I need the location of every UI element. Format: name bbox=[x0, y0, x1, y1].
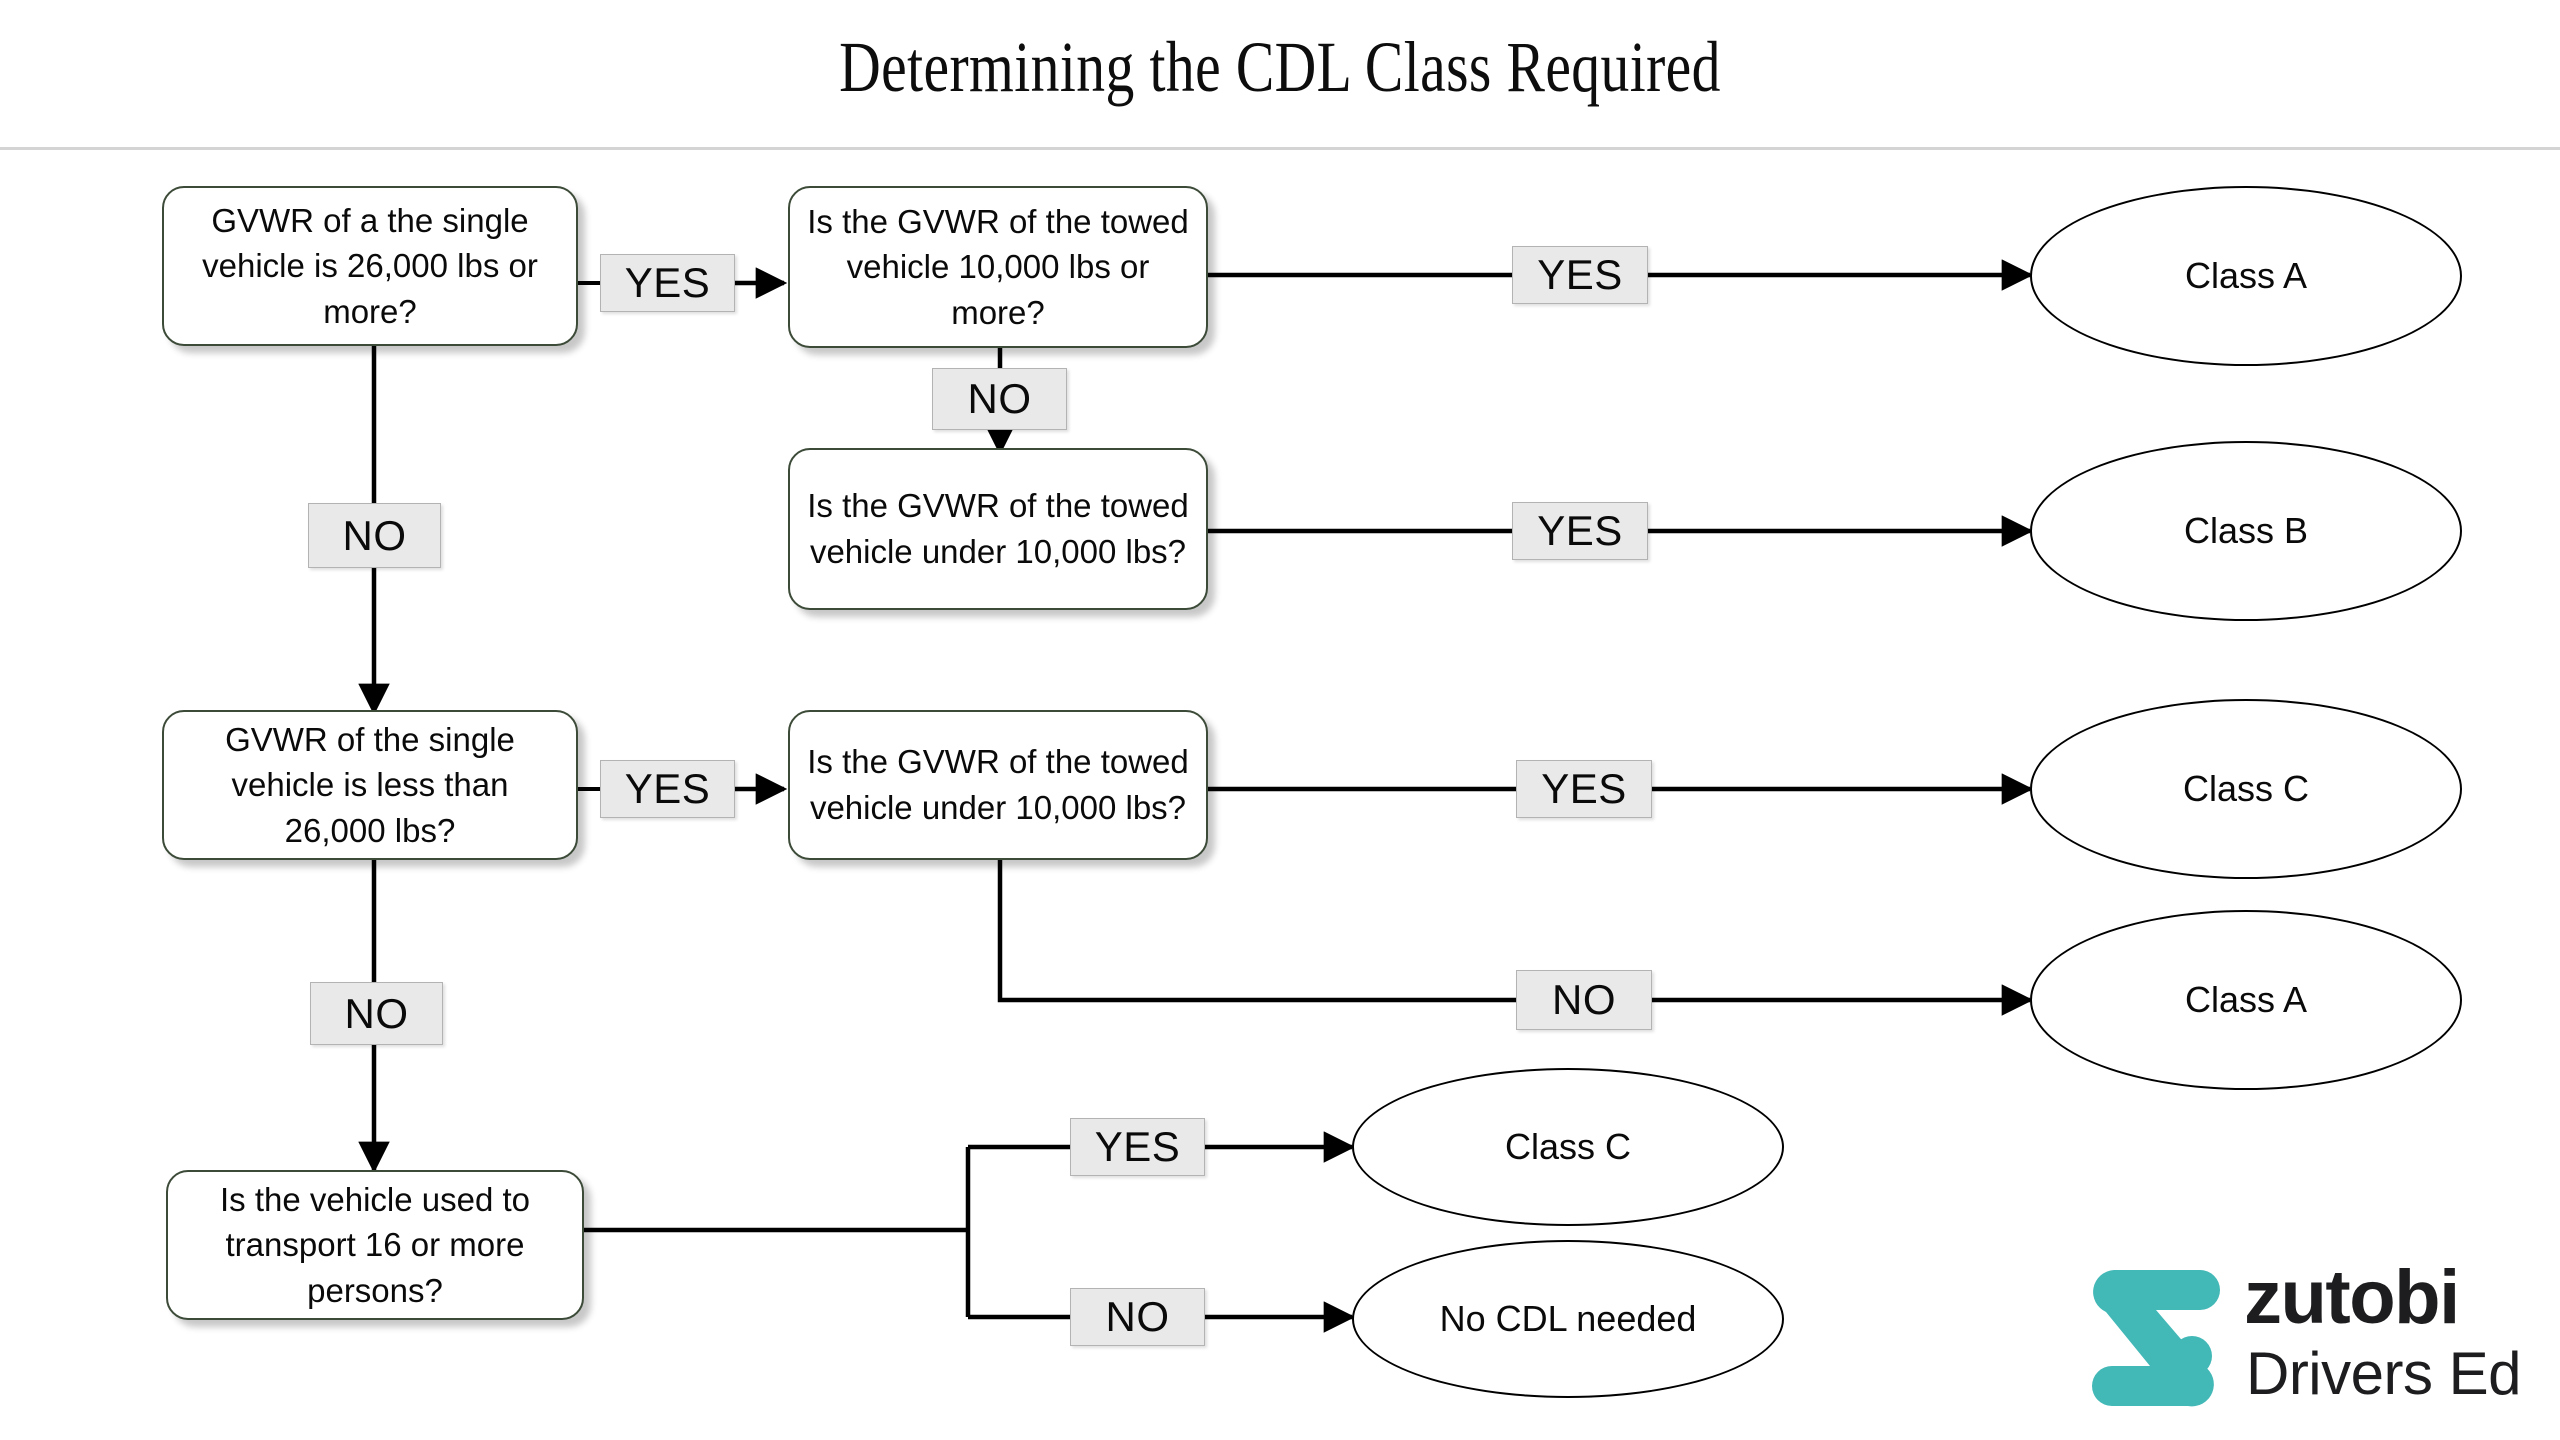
edge-label-q6-no[interactable]: NO bbox=[1070, 1288, 1205, 1346]
decision-node-towed-10000-or-more[interactable]: Is the GVWR of the towed vehicle 10,000 … bbox=[788, 186, 1208, 348]
edge-label-q5-no[interactable]: NO bbox=[1516, 970, 1652, 1030]
outcome-node-class-b[interactable]: Class B bbox=[2030, 441, 2462, 621]
edge-label-text: NO bbox=[1105, 1293, 1170, 1340]
edge-label-q3-yes[interactable]: YES bbox=[1512, 502, 1648, 560]
node-label: Is the GVWR of the towed vehicle under 1… bbox=[807, 743, 1189, 826]
node-label: Class A bbox=[2184, 255, 2308, 297]
node-label: Class C bbox=[2182, 768, 2310, 810]
decision-node-gvwr-single-less-than-26000[interactable]: GVWR of the single vehicle is less than … bbox=[162, 710, 578, 860]
outcome-node-class-c-passengers[interactable]: Class C bbox=[1352, 1068, 1784, 1226]
outcome-node-class-a-towed-heavy[interactable]: Class A bbox=[2030, 186, 2462, 366]
zutobi-logo: zutobi Drivers Ed bbox=[2092, 1258, 2522, 1420]
title-divider bbox=[0, 147, 2560, 150]
node-label: No CDL needed bbox=[1439, 1298, 1697, 1340]
edge-label-text: NO bbox=[1552, 976, 1616, 1023]
title-area: Determining the CDL Class Required bbox=[0, 0, 2560, 150]
zutobi-tagline: Drivers Ed bbox=[2246, 1340, 2522, 1407]
edge-q5-no-a bbox=[997, 858, 1516, 1003]
edge-label-text: YES bbox=[624, 765, 711, 812]
edge-label-q1-no[interactable]: NO bbox=[308, 503, 441, 568]
decision-node-gvwr-single-26000-or-more[interactable]: GVWR of a the single vehicle is 26,000 l… bbox=[162, 186, 578, 346]
edge-label-q4-yes[interactable]: YES bbox=[600, 760, 735, 818]
edge-label-q4-no[interactable]: NO bbox=[310, 982, 443, 1045]
node-label: Class B bbox=[2183, 510, 2309, 552]
outcome-node-class-c-light-towed[interactable]: Class C bbox=[2030, 699, 2462, 879]
edge-label-text: NO bbox=[967, 375, 1032, 422]
node-label: GVWR of a the single vehicle is 26,000 l… bbox=[202, 201, 538, 330]
edge-label-q6-yes[interactable]: YES bbox=[1070, 1118, 1205, 1176]
node-label: GVWR of the single vehicle is less than … bbox=[225, 720, 515, 849]
outcome-node-class-a-heavy-towed-light-vehicle[interactable]: Class A bbox=[2030, 910, 2462, 1090]
zutobi-z-mark-icon bbox=[2092, 1270, 2220, 1407]
decision-node-towed-under-10000-lower[interactable]: Is the GVWR of the towed vehicle under 1… bbox=[788, 710, 1208, 860]
edge-label-text: YES bbox=[624, 259, 711, 306]
edge-label-q2-yes[interactable]: YES bbox=[1512, 246, 1648, 304]
node-label: Class A bbox=[2184, 979, 2308, 1021]
edge-label-q5-yes[interactable]: YES bbox=[1516, 760, 1652, 818]
node-label: Is the GVWR of the towed vehicle 10,000 … bbox=[807, 202, 1189, 331]
edge-label-text: YES bbox=[1541, 765, 1627, 812]
node-label: Is the vehicle used to transport 16 or m… bbox=[219, 1180, 531, 1309]
edge-label-text: YES bbox=[1537, 507, 1623, 554]
edge-label-text: NO bbox=[344, 989, 409, 1037]
node-label: Is the GVWR of the towed vehicle under 1… bbox=[807, 487, 1189, 570]
decision-node-towed-under-10000-upper[interactable]: Is the GVWR of the towed vehicle under 1… bbox=[788, 448, 1208, 610]
edge-label-text: NO bbox=[342, 511, 407, 559]
edge-label-q2-no[interactable]: NO bbox=[932, 368, 1067, 430]
page-title: Determining the CDL Class Required bbox=[839, 27, 1721, 107]
decision-node-transport-16-or-more-persons[interactable]: Is the vehicle used to transport 16 or m… bbox=[166, 1170, 584, 1320]
edge-label-text: YES bbox=[1094, 1123, 1181, 1170]
edge-label-q1-yes[interactable]: YES bbox=[600, 254, 735, 312]
outcome-node-no-cdl-needed[interactable]: No CDL needed bbox=[1352, 1240, 1784, 1398]
node-label: Class C bbox=[1504, 1126, 1632, 1168]
edge-label-text: YES bbox=[1537, 251, 1623, 298]
zutobi-wordmark: zutobi bbox=[2244, 1255, 2460, 1340]
